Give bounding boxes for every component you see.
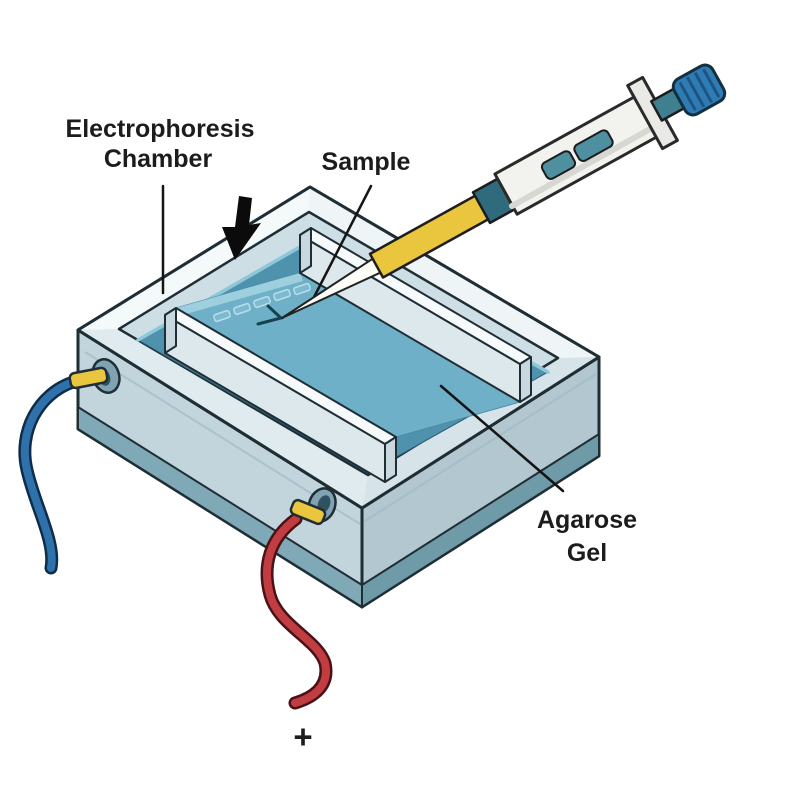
dam-end-cap: [299, 227, 312, 274]
chamber-base-right: [361, 433, 600, 608]
gel-edge-highlight: [176, 273, 303, 316]
negative-plug: [68, 366, 109, 390]
pipette-volume-window: [573, 129, 614, 162]
sample-well: [253, 295, 271, 309]
sample-wells: [213, 282, 311, 323]
sample-label: Sample: [322, 148, 411, 176]
sample-well: [213, 309, 231, 323]
agarose-label-line1: Agarose: [537, 506, 637, 534]
sample-well: [273, 288, 291, 302]
pipette-volume-window: [540, 150, 577, 180]
chamber-label-line2: Chamber: [104, 145, 213, 173]
dam-end-cap: [519, 356, 532, 403]
positive-plug: [289, 498, 327, 526]
pipette-flange: [626, 75, 679, 151]
pipette-knob-ribs: [678, 68, 721, 112]
dam-end-cap: [384, 436, 397, 483]
electrode-leads: [18, 358, 337, 710]
down-arrow-icon: [222, 196, 261, 260]
labels: Electrophoresis Chamber Sample Agarose G…: [64, 113, 640, 757]
gel-dam-left: [164, 307, 397, 483]
negative-wire: [20, 378, 77, 572]
buffer-level-line-right: [364, 373, 597, 522]
chamber-label-line1: Electrophoresis: [66, 115, 255, 143]
positive-terminal-label: +: [293, 718, 312, 755]
agarose-label-line2: Gel: [567, 539, 607, 567]
agarose-leader-line: [439, 384, 565, 493]
sample-well: [293, 282, 311, 296]
pipette-knob-cap: [671, 63, 727, 117]
pipette-knob: [671, 63, 727, 117]
sample-well: [233, 302, 251, 316]
rim-outer-edge: [76, 185, 601, 510]
electrophoresis-chamber: [76, 185, 601, 609]
pipette-body-shading: [509, 125, 655, 209]
positive-wire: [263, 515, 330, 707]
micropipette: [281, 63, 727, 319]
sample-leader-line: [309, 184, 373, 305]
dam-end-cap: [164, 307, 177, 354]
